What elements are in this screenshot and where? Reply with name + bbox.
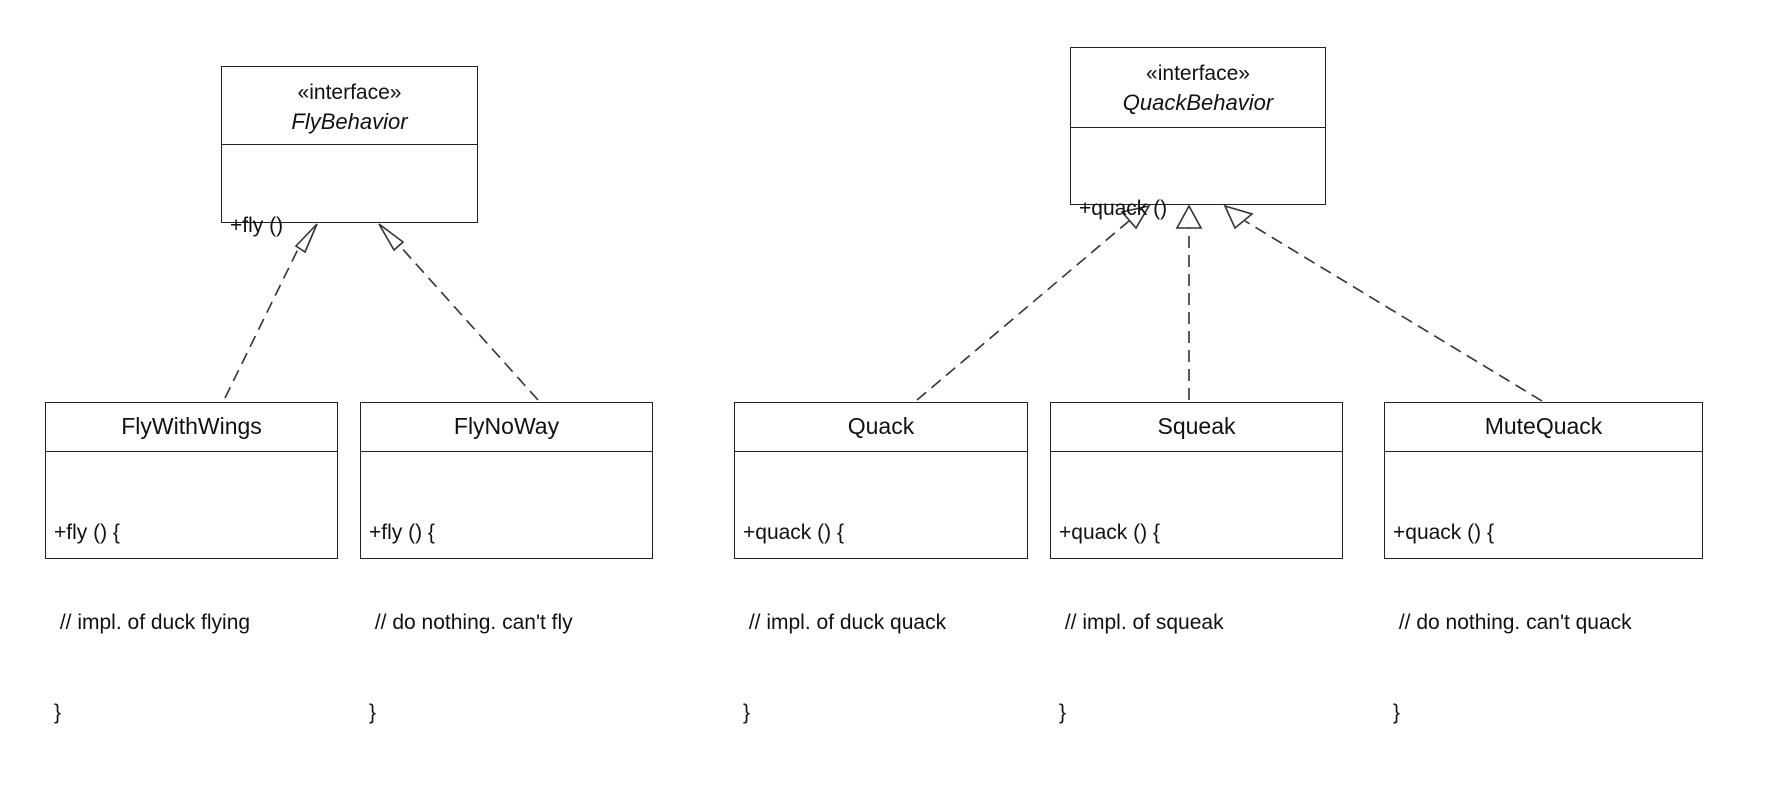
flynoway-class: FlyNoWay +fly () { // do nothing. can't … [360,402,653,724]
flybehavior-method: +fly () [230,214,284,237]
squeak-line: // impl. of squeak [1059,611,1224,634]
flybehavior-interface: «interface» FlyBehavior +fly () [221,66,478,237]
quack-class: Quack +quack () { // impl. of duck quack… [734,402,1028,724]
quackbehavior-header: «interface» QuackBehavior [1071,48,1325,128]
arrowhead-flynoway [378,223,405,252]
realization-arrows [224,204,1543,402]
flywithwings-class: FlyWithWings +fly () { // impl. of duck … [45,402,338,724]
quackbehavior-methods: +quack () [1071,128,1325,284]
quack-line: // impl. of duck quack [743,611,947,634]
arrowhead-mutequack [1223,204,1254,230]
squeak-name: Squeak [1051,403,1342,452]
flynoway-name: FlyNoWay [361,403,652,452]
flynoway-line: // do nothing. can't fly [369,611,573,634]
quackbehavior-method: +quack () [1079,197,1168,220]
quackbehavior-stereotype: «interface» [1146,62,1250,85]
flywithwings-line: // impl. of duck flying [54,611,251,634]
quack-name: Quack [735,403,1027,452]
flywithwings-body: +fly () { // impl. of duck flying } [46,452,337,788]
flynoway-line: } [369,701,377,724]
arrow-flynoway-to-flybehavior [398,244,539,401]
mutequack-line: +quack () { [1393,521,1494,544]
mutequack-body: +quack () { // do nothing. can't quack } [1385,452,1702,788]
flywithwings-line: +fly () { [54,521,120,544]
uml-diagram: «interface» FlyBehavior +fly () «interfa… [45,47,1703,724]
mutequack-name: MuteQuack [1385,403,1702,452]
arrowhead-flywithwings [294,223,318,254]
squeak-line: } [1059,701,1067,724]
flybehavior-name: FlyBehavior [291,109,408,134]
flynoway-line: +fly () { [369,521,435,544]
squeak-class: Squeak +quack () { // impl. of squeak } [1050,402,1343,724]
flynoway-body: +fly () { // do nothing. can't fly } [361,452,652,788]
arrowhead-quack [1120,204,1151,230]
mutequack-line: } [1393,701,1401,724]
squeak-line: +quack () { [1059,521,1160,544]
arrowhead-squeak [1175,204,1203,229]
squeak-body: +quack () { // impl. of squeak } [1051,452,1342,788]
quackbehavior-name: QuackBehavior [1122,90,1274,115]
arrow-quack-to-quackbehavior [916,220,1130,401]
quack-line: } [743,701,751,724]
flywithwings-line: } [54,701,62,724]
flybehavior-methods: +fly () [222,145,477,301]
mutequack-line: // do nothing. can't quack [1393,611,1632,634]
mutequack-class: MuteQuack +quack () { // do nothing. can… [1384,402,1703,724]
arrow-flywithwings-to-flybehavior [224,242,302,399]
flywithwings-name: FlyWithWings [46,403,337,452]
quack-body: +quack () { // impl. of duck quack } [735,452,1027,788]
arrow-mutequack-to-quackbehavior [1244,220,1543,402]
quack-line: +quack () { [743,521,844,544]
quackbehavior-interface: «interface» QuackBehavior +quack () [1070,47,1326,220]
flybehavior-stereotype: «interface» [297,81,402,104]
flybehavior-header: «interface» FlyBehavior [222,67,477,145]
